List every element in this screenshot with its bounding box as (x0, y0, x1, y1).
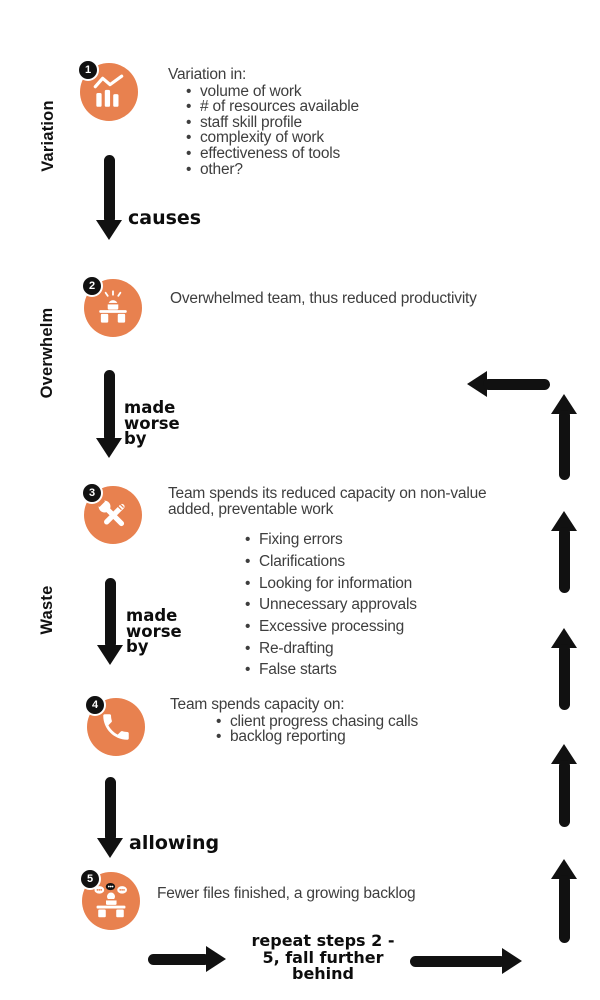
connector-line: made (126, 606, 178, 625)
list-item: False starts (245, 659, 516, 681)
step-2-text: Overwhelmed team, thus reduced productiv… (170, 291, 555, 307)
list-item: Unnecessary approvals (245, 594, 516, 616)
list-item: complexity of work (186, 130, 448, 146)
arrow-right-repeat-1 (148, 946, 226, 972)
feedback-arrow-up-5 (551, 859, 577, 943)
list-item: # of resources available (186, 99, 448, 115)
step-2-number-badge: 2 (81, 275, 103, 297)
connector-line: made (124, 398, 176, 417)
step-4-heading: Team spends capacity on: (170, 696, 345, 713)
feedback-arrow-up-2 (551, 511, 577, 593)
step-2-circle: 2 (81, 275, 142, 337)
step-4-number-badge: 4 (84, 694, 106, 716)
arrow-down-made-worse-by-2 (97, 578, 123, 665)
step-3-bullet-list: Fixing errors Clarifications Looking for… (245, 529, 516, 681)
feedback-arrow-up-4 (551, 744, 577, 827)
step-4-text: Team spends capacity on: client progress… (170, 697, 490, 745)
list-item: effectiveness of tools (186, 146, 448, 162)
step-1-bullet-list: volume of work # of resources available … (186, 83, 448, 178)
connector-label-made-worse-by-1: made worse by (124, 400, 180, 447)
phone-handset-icon (103, 714, 129, 740)
step-4-circle: 4 (84, 694, 145, 756)
list-item: client progress chasing calls (216, 713, 490, 730)
connector-label-allowing: allowing (129, 832, 220, 854)
feedback-arrow-up-1 (551, 394, 577, 480)
step-3-heading: Team spends its reduced capacity on non-… (168, 485, 487, 518)
step-3-circle: 3 (81, 482, 142, 544)
step-3-number-badge: 3 (81, 482, 103, 504)
feedback-arrow-left-top (467, 371, 550, 397)
list-item: staff skill profile (186, 115, 448, 131)
list-item: other? (186, 161, 448, 178)
step-2-heading: Overwhelmed team, thus reduced productiv… (170, 290, 477, 307)
connector-line: 5, fall further (262, 947, 384, 967)
step-5-number-badge: 5 (79, 868, 101, 890)
connector-line: by (126, 637, 149, 656)
connector-line: repeat steps 2 - (251, 931, 395, 950)
section-label-overwhelm: Overwhelm (38, 307, 56, 399)
list-item: Re-drafting (245, 638, 516, 660)
step-5-heading: Fewer files finished, a growing backlog (157, 885, 416, 902)
overwhelmed-at-desk-icon (99, 290, 127, 323)
crossed-tools-icon (94, 496, 125, 527)
arrow-down-made-worse-by-1 (96, 370, 122, 458)
list-item: Excessive processing (245, 616, 516, 638)
step-4-bullet-list: client progress chasing calls backlog re… (216, 713, 490, 745)
connector-label-causes: causes (128, 207, 202, 229)
connector-line: by (124, 429, 147, 448)
step-5-circle: 5 (79, 868, 140, 930)
list-item: backlog reporting (216, 729, 490, 745)
bar-chart-trend-icon (93, 74, 124, 107)
connector-line: worse (126, 621, 182, 641)
arrow-right-repeat-2 (410, 948, 522, 974)
arrow-down-causes (96, 155, 122, 240)
step-3-text: Team spends its reduced capacity on non-… (168, 486, 516, 681)
list-item: Clarifications (245, 551, 516, 573)
section-label-variation: Variation (39, 100, 57, 172)
step-1-circle: 1 (77, 59, 138, 121)
step-1-text: Variation in: volume of work # of resour… (168, 67, 448, 177)
list-item: Fixing errors (245, 529, 516, 551)
step-1-heading: Variation in: (168, 66, 247, 83)
connector-label-made-worse-by-2: made worse by (126, 608, 182, 655)
feedback-arrow-up-3 (551, 628, 577, 710)
connector-label-repeat: repeat steps 2 - 5, fall further behind (237, 931, 409, 983)
list-item: Looking for information (245, 573, 516, 595)
step-1-number-badge: 1 (77, 59, 99, 81)
connector-line: worse (124, 413, 180, 433)
step-5-text: Fewer files finished, a growing backlog (157, 886, 497, 902)
connector-line: behind (291, 964, 355, 983)
list-item: volume of work (186, 83, 448, 100)
section-label-waste: Waste (38, 585, 56, 635)
arrow-down-allowing (97, 777, 123, 858)
busy-desk-speech-bubbles-icon (94, 883, 127, 918)
